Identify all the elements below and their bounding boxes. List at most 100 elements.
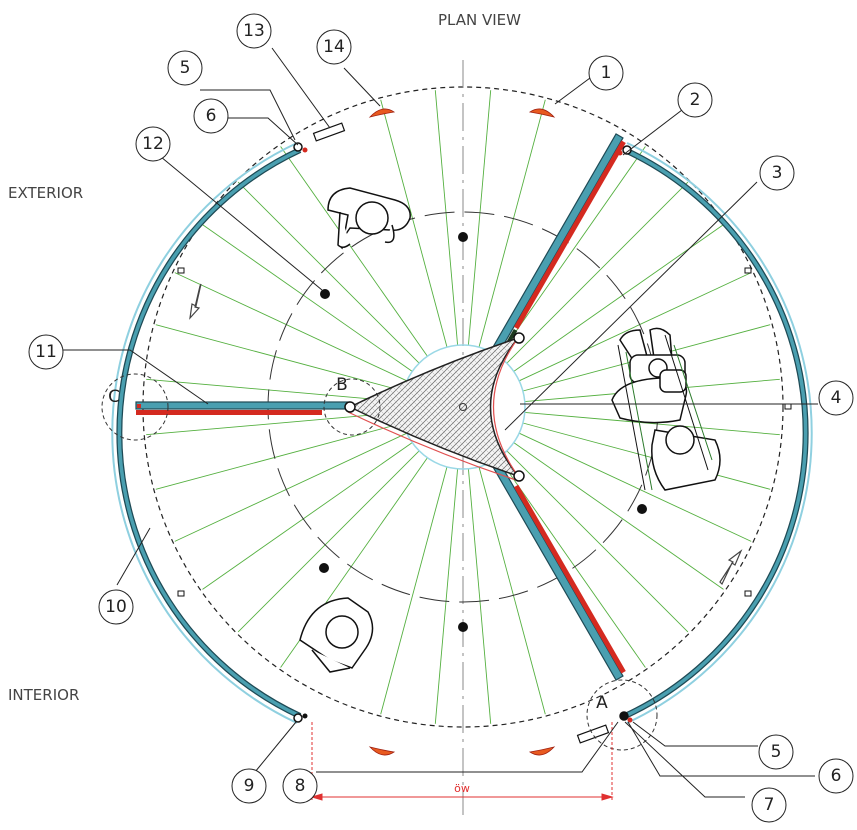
glide-ray bbox=[174, 432, 407, 542]
glide-ray bbox=[506, 181, 689, 364]
wall-joints bbox=[177, 267, 792, 597]
callout-5-top: 5 bbox=[180, 58, 191, 78]
callout-1: 1 bbox=[601, 63, 612, 83]
right-outer-wall bbox=[623, 147, 809, 719]
callout-4: 4 bbox=[831, 388, 842, 408]
glide-ray-lines bbox=[146, 90, 780, 724]
callout-circle bbox=[167, 50, 203, 86]
bumper-bottom-right bbox=[528, 746, 556, 756]
exterior-label: EXTERIOR bbox=[8, 184, 83, 202]
drive-point bbox=[458, 232, 468, 242]
glide-ray bbox=[146, 411, 402, 436]
glide-ray bbox=[380, 99, 448, 348]
person-walking-bottom bbox=[299, 597, 374, 673]
callout-circle bbox=[751, 787, 787, 823]
sensor-bottom bbox=[576, 724, 610, 744]
callout-2: 2 bbox=[690, 90, 701, 110]
interior-label: INTERIOR bbox=[8, 686, 79, 704]
arrow-right-up bbox=[719, 549, 743, 586]
callout-9: 9 bbox=[244, 776, 255, 796]
glide-ray bbox=[237, 450, 420, 633]
glide-ray bbox=[513, 442, 724, 590]
detail-circle-b bbox=[323, 378, 381, 436]
detail-label-c: C bbox=[108, 387, 120, 407]
glide-ray bbox=[155, 422, 404, 490]
glide-ray bbox=[280, 146, 428, 357]
callout-circle bbox=[236, 13, 272, 49]
detail-circle-a bbox=[586, 679, 658, 751]
callout-circle bbox=[193, 98, 229, 134]
detail-label-a: A bbox=[596, 693, 608, 713]
glide-ray bbox=[478, 99, 546, 348]
glide-ray bbox=[467, 468, 492, 724]
callout-6-bottom: 6 bbox=[831, 766, 842, 786]
left-outer-wall bbox=[116, 147, 302, 719]
opening-width-label: öw bbox=[454, 782, 470, 795]
detail-circle-c bbox=[101, 373, 169, 441]
arrow-left-down bbox=[189, 283, 202, 320]
glide-ray bbox=[174, 272, 407, 382]
glide-ray bbox=[202, 224, 413, 372]
detail-label-b: B bbox=[336, 375, 348, 395]
glide-ray bbox=[519, 432, 752, 542]
callout-circle bbox=[28, 334, 64, 370]
glide-ray bbox=[524, 411, 780, 436]
glide-ray bbox=[202, 442, 413, 590]
glide-ray bbox=[467, 90, 492, 346]
bumpers bbox=[368, 108, 556, 756]
bumper-top-left bbox=[368, 108, 396, 118]
callout-11: 11 bbox=[35, 342, 57, 362]
left-outer-wall-track bbox=[111, 142, 298, 724]
wheelchair-with-person bbox=[611, 327, 721, 491]
callout-circle bbox=[316, 29, 352, 65]
callout-7: 7 bbox=[764, 795, 775, 815]
centre-pivot bbox=[459, 403, 467, 411]
drive-point bbox=[458, 622, 468, 632]
callout-bubbles bbox=[28, 13, 854, 823]
glide-ray bbox=[498, 457, 646, 668]
drive-point bbox=[320, 289, 330, 299]
drive-point bbox=[637, 504, 647, 514]
glide-ray bbox=[506, 450, 689, 633]
plan-view-title: PLAN VIEW bbox=[438, 11, 521, 29]
central-core bbox=[348, 336, 521, 478]
glide-ray bbox=[478, 466, 546, 715]
callout-circle bbox=[818, 758, 854, 794]
callout-13: 13 bbox=[243, 21, 265, 41]
callout-10: 10 bbox=[105, 597, 127, 617]
person-walking-top bbox=[327, 187, 411, 250]
callout-3: 3 bbox=[772, 163, 783, 183]
callout-14: 14 bbox=[323, 37, 345, 57]
glide-ray bbox=[155, 324, 404, 392]
rotation-arrows bbox=[189, 283, 743, 586]
wall-end-posts bbox=[293, 142, 633, 723]
glide-ray bbox=[522, 422, 771, 490]
outer-glass-walls bbox=[111, 142, 813, 724]
callout-circle bbox=[759, 155, 795, 191]
glide-ray bbox=[146, 378, 402, 403]
glide-ray bbox=[237, 181, 420, 364]
glide-ray bbox=[380, 466, 448, 715]
callout-circle bbox=[98, 589, 134, 625]
callout-circle bbox=[231, 768, 267, 804]
right-outer-wall-fill bbox=[624, 148, 808, 718]
callout-leaders bbox=[63, 47, 818, 798]
glide-ray bbox=[434, 90, 459, 346]
left-outer-wall-fill bbox=[117, 148, 301, 718]
callout-circle bbox=[282, 768, 318, 804]
callout-8: 8 bbox=[295, 776, 306, 796]
callout-12: 12 bbox=[142, 134, 164, 154]
right-outer-wall-track bbox=[626, 142, 813, 724]
callout-circle bbox=[758, 734, 794, 770]
glide-ray bbox=[434, 468, 459, 724]
glide-ray bbox=[519, 272, 752, 382]
glide-ray bbox=[498, 146, 646, 357]
callout-circle bbox=[588, 55, 624, 91]
sensor-top bbox=[312, 122, 346, 142]
drive-point bbox=[319, 563, 329, 573]
core-pivots bbox=[344, 332, 525, 482]
callout-5-bottom: 5 bbox=[771, 742, 782, 762]
bumper-top-right bbox=[528, 108, 556, 118]
drive-points bbox=[319, 232, 651, 632]
